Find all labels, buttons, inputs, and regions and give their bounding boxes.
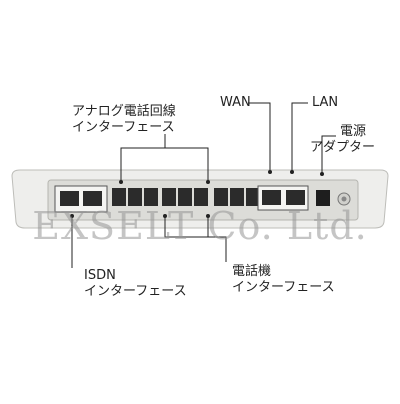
callout-dots xyxy=(70,170,324,218)
watermark: EXSELT Co. Ltd. xyxy=(32,204,368,248)
power-label-1: 電源 xyxy=(340,124,367,139)
phone-label-1: 電話機 xyxy=(232,264,272,279)
wan-label: WAN xyxy=(220,95,251,110)
lan-label: LAN xyxy=(312,95,339,110)
analog-line-label-1: アナログ電話回線 xyxy=(72,104,176,119)
power-label-2: アダプター xyxy=(310,140,376,155)
power-jack xyxy=(316,190,330,206)
isdn-label-1: ISDN xyxy=(84,268,116,283)
analog-line-label-2: インターフェース xyxy=(72,120,175,135)
analog-line-ports xyxy=(112,188,208,206)
phone-label-2: インターフェース xyxy=(232,280,335,295)
callout-lines xyxy=(71,102,336,268)
phone-ports xyxy=(214,188,260,206)
isdn-label-2: インターフェース xyxy=(84,284,187,299)
